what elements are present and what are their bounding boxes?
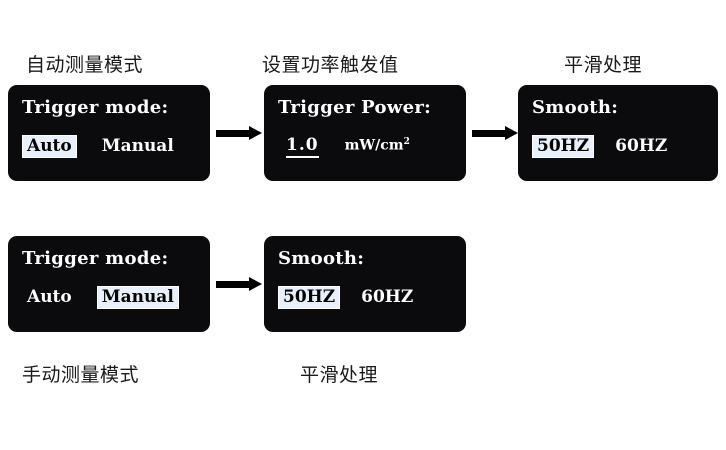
option-auto[interactable]: Auto [27,287,72,307]
arrow-right-icon [216,277,262,291]
screen-title: Trigger Power: [278,97,432,118]
caption-auto-mode: 自动测量模式 [26,55,144,76]
option-row: Auto Manual [22,286,179,309]
unit-text: mW/cm [344,138,404,154]
screen-title: Smooth: [532,97,619,118]
trigger-power-value[interactable]: 1.0 [286,135,319,158]
screen-smooth-bottom[interactable]: Smooth: 50HZ 60HZ [264,236,466,332]
option-manual[interactable]: Manual [101,136,174,156]
option-auto[interactable]: Auto [22,135,77,158]
arrow-right-icon [216,126,262,140]
screen-trigger-power[interactable]: Trigger Power: 1.0 mW/cm2 [264,85,466,181]
option-row: Auto Manual [22,135,179,158]
screen-title: Smooth: [278,248,365,269]
option-60hz[interactable]: 60HZ [361,287,414,307]
value-row: 1.0 mW/cm2 [286,135,410,158]
caption-manual-mode: 手动测量模式 [22,365,140,386]
trigger-power-unit: mW/cm2 [345,137,410,154]
screen-title: Trigger mode: [22,248,169,269]
option-50hz[interactable]: 50HZ [532,135,595,158]
option-manual[interactable]: Manual [96,286,179,309]
arrow-right-icon [472,126,518,140]
option-50hz[interactable]: 50HZ [278,286,341,309]
option-row: 50HZ 60HZ [532,135,672,158]
caption-set-power-trigger: 设置功率触发值 [262,55,399,76]
unit-exponent: 2 [403,137,410,148]
screen-trigger-mode-auto[interactable]: Trigger mode: Auto Manual [8,85,210,181]
screen-title: Trigger mode: [22,97,169,118]
screen-smooth-top[interactable]: Smooth: 50HZ 60HZ [518,85,718,181]
caption-smooth-bottom: 平滑处理 [300,365,379,386]
screen-trigger-mode-manual[interactable]: Trigger mode: Auto Manual [8,236,210,332]
option-60hz[interactable]: 60HZ [615,136,668,156]
caption-smooth-top: 平滑处理 [564,55,643,76]
option-row: 50HZ 60HZ [278,286,418,309]
